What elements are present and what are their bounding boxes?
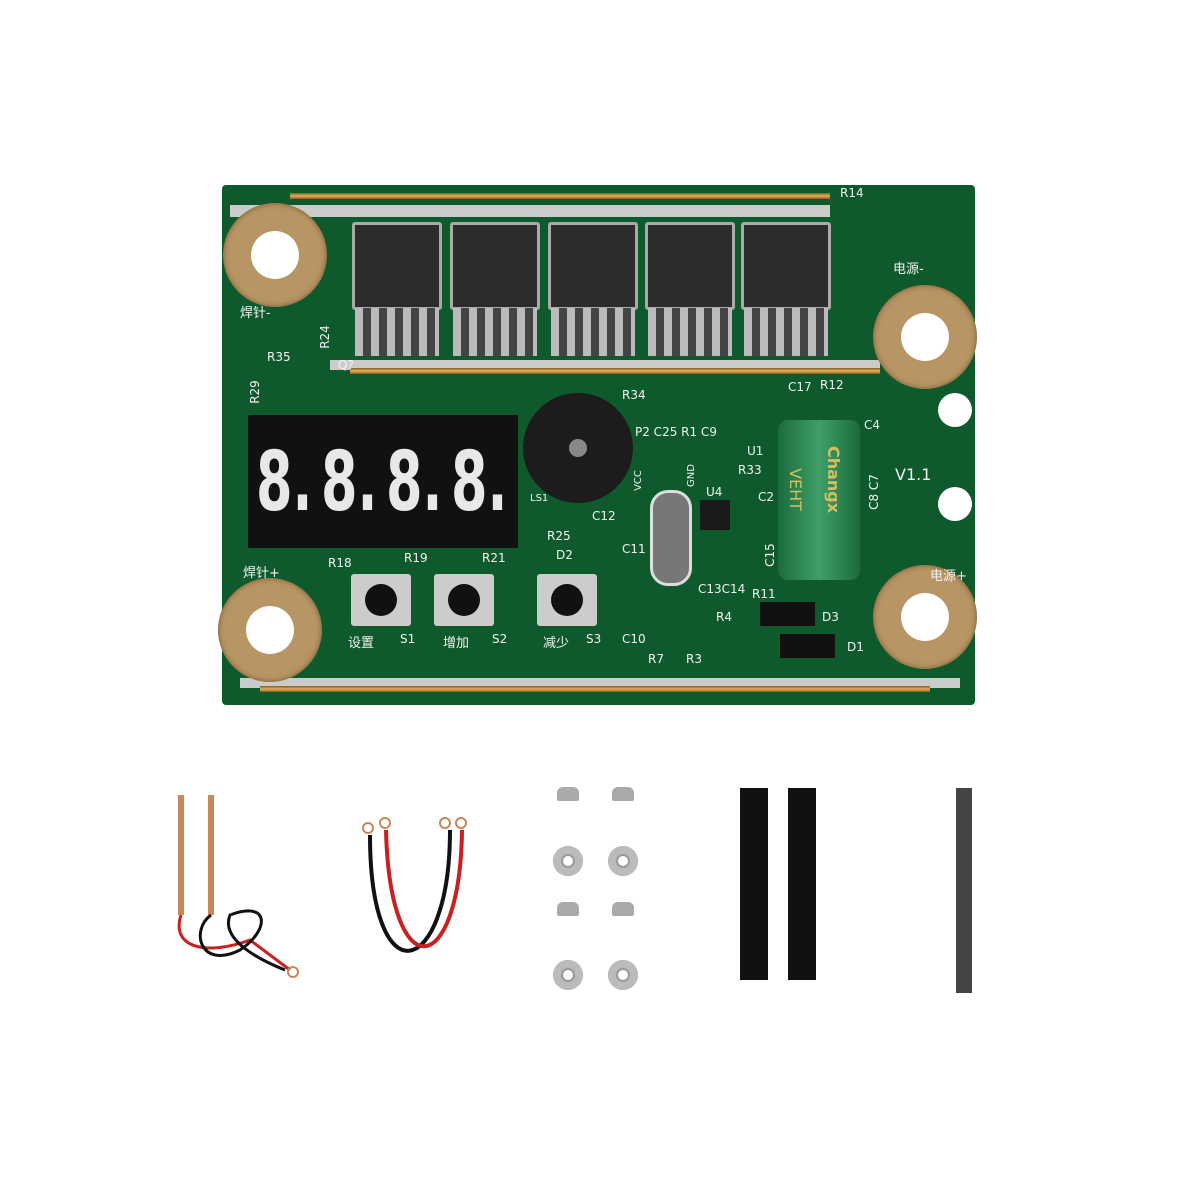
copper-bar-middle xyxy=(350,368,880,374)
silk-label: C11 xyxy=(622,542,646,556)
crystal xyxy=(650,490,692,586)
mid-pad xyxy=(330,360,880,370)
mosfet-legs xyxy=(355,308,439,356)
top-pad xyxy=(230,205,830,217)
cables xyxy=(362,817,467,953)
nut xyxy=(608,846,638,876)
terminal-ring xyxy=(873,285,977,389)
bottom-pad xyxy=(240,678,960,688)
silk-label: C15 xyxy=(762,543,777,567)
silk-label: C8 C7 xyxy=(866,474,881,510)
button-ref: S2 xyxy=(492,632,508,646)
silk-label: U1 xyxy=(747,444,764,458)
button-ref: S1 xyxy=(400,632,416,646)
seven-segment-display xyxy=(248,415,518,548)
terminal-label: 电源+ xyxy=(930,569,967,584)
button-label: 减少 xyxy=(543,636,570,651)
nut xyxy=(608,960,638,990)
nut xyxy=(553,960,583,990)
silk-label: C2 xyxy=(758,490,775,504)
silk-label: C12 xyxy=(592,509,616,523)
silk-label: R7 xyxy=(648,652,664,666)
decrease-button[interactable] xyxy=(537,574,597,626)
display-digit: 8. xyxy=(451,435,508,530)
silk-label: GND xyxy=(685,464,697,487)
silk-label: LS1 xyxy=(530,493,549,504)
mosfet xyxy=(741,222,831,310)
mosfet-legs xyxy=(453,308,537,356)
mosfet xyxy=(450,222,540,310)
mosfet xyxy=(645,222,735,310)
mosfet-legs xyxy=(744,308,828,356)
silk-label: C10 xyxy=(622,632,646,646)
copper-bar-top xyxy=(290,193,830,199)
set-button[interactable] xyxy=(351,574,411,626)
terminal-label: 焊针- xyxy=(240,306,271,321)
button-label: 增加 xyxy=(443,636,470,651)
silk-label: R12 xyxy=(820,378,844,392)
display-digit: 8. xyxy=(321,435,378,530)
terminal-label: 焊针+ xyxy=(243,566,280,581)
version-label: V1.1 xyxy=(895,465,932,484)
capacitor: Changx VEHT xyxy=(778,420,860,580)
silk-label: C17 xyxy=(788,380,812,394)
silk-label: C4 xyxy=(864,418,881,432)
insulating-tape xyxy=(740,788,816,980)
copper-bar-bottom xyxy=(260,686,930,692)
display-digit: 8. xyxy=(386,435,443,530)
capacitor-series: VEHT xyxy=(785,468,805,511)
mosfet xyxy=(352,222,442,310)
diode-d3 xyxy=(760,602,815,626)
silk-label: R19 xyxy=(404,551,428,565)
screw xyxy=(612,787,634,801)
silk-label: R14 xyxy=(840,186,864,200)
screw xyxy=(557,787,579,801)
diode-d1 xyxy=(780,634,835,658)
terminal-ring xyxy=(223,203,327,307)
button-label: 设置 xyxy=(348,636,375,651)
terminal-ring xyxy=(873,565,977,669)
nut xyxy=(553,846,583,876)
accessories xyxy=(177,788,972,993)
capacitor-brand: Changx xyxy=(824,445,844,514)
button-ref: S3 xyxy=(586,632,602,646)
silk-label: R18 xyxy=(328,556,352,570)
increase-button[interactable] xyxy=(434,574,494,626)
silk-label: R25 xyxy=(547,529,571,543)
terminal-label: 电源- xyxy=(893,262,924,277)
silk-label: D3 xyxy=(822,610,839,624)
buzzer xyxy=(523,393,633,503)
screw xyxy=(557,902,579,916)
silk-label: C13C14 xyxy=(698,582,746,596)
mosfet-legs xyxy=(551,308,635,356)
silk-label: Q? xyxy=(338,358,354,372)
silk-label: D1 xyxy=(847,640,864,654)
mosfet xyxy=(548,222,638,310)
mount-hole xyxy=(938,487,972,521)
silk-label: R24 xyxy=(317,325,332,349)
terminal-ring xyxy=(218,578,322,682)
silk-label: U4 xyxy=(706,485,723,499)
silk-label: R35 xyxy=(267,350,291,364)
silk-label: P2 C25 R1 C9 xyxy=(635,425,717,439)
welding-probes xyxy=(177,795,299,978)
mount-hole xyxy=(938,393,972,427)
silk-label: R34 xyxy=(622,388,646,402)
mosfet-legs xyxy=(648,308,732,356)
silk-label: R33 xyxy=(738,463,762,477)
silk-label: R29 xyxy=(247,380,262,404)
silk-label: D2 xyxy=(556,548,573,562)
silk-label: VCC xyxy=(632,470,644,491)
chip-u4 xyxy=(700,500,730,530)
silk-label: R4 xyxy=(716,610,732,624)
display-digit: 8. xyxy=(256,435,313,530)
nickel-strip xyxy=(956,788,972,993)
silk-label: R21 xyxy=(482,551,506,565)
silk-label: R3 xyxy=(686,652,702,666)
silk-label: R11 xyxy=(752,587,776,601)
screw xyxy=(612,902,634,916)
